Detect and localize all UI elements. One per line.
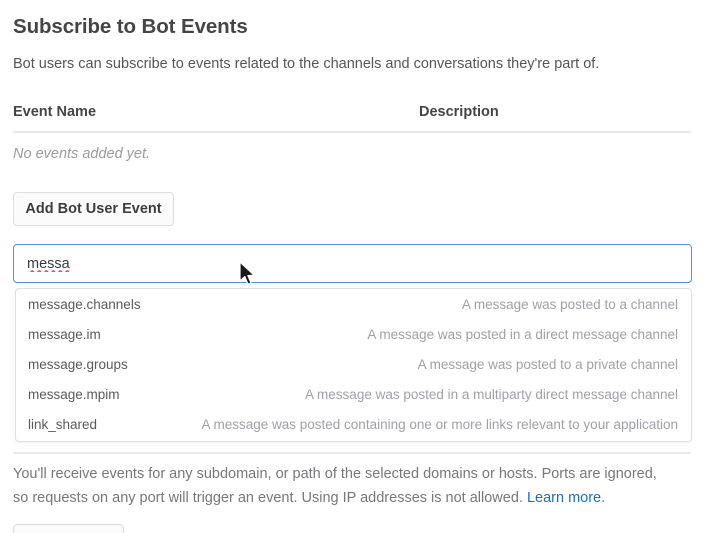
event-suggestions-dropdown[interactable]: message.channels A message was posted to… (15, 288, 692, 442)
table-header-divider (13, 131, 691, 133)
event-search-container (13, 244, 692, 283)
suggestion-event-name: link_shared (28, 416, 98, 432)
help-text: You'll receive events for any subdomain,… (13, 466, 657, 506)
suggestion-item[interactable]: link_shared A message was posted contain… (16, 409, 691, 439)
suggestion-event-description: A message was posted in a direct message… (367, 326, 678, 342)
suggestion-event-description: A message was posted containing one or m… (201, 416, 678, 432)
suggestion-item[interactable]: message.channels A message was posted to… (16, 289, 691, 319)
suggestion-event-name: message.mpim (28, 386, 120, 402)
suggestion-event-name: message.im (28, 326, 101, 342)
learn-more-link[interactable]: Learn more. (526, 490, 606, 506)
suggestion-event-name: message.groups (28, 356, 128, 372)
page-title: Subscribe to Bot Events (13, 15, 248, 38)
bottom-action-button[interactable] (13, 524, 124, 533)
event-search-input[interactable] (13, 244, 692, 283)
add-bot-user-event-button[interactable]: Add Bot User Event (13, 192, 174, 226)
suggestion-event-name: message.channels (28, 296, 141, 312)
suggestion-item[interactable]: message.mpim A message was posted in a m… (16, 379, 691, 409)
section-divider (13, 452, 691, 454)
column-header-event-name: Event Name (13, 104, 97, 120)
suggestion-event-description: A message was posted to a channel (461, 296, 678, 312)
column-header-description: Description (419, 104, 499, 120)
empty-state-message: No events added yet. (13, 146, 151, 162)
suggestion-event-description: A message was posted in a multiparty dir… (305, 386, 678, 402)
page-subtitle: Bot users can subscribe to events relate… (13, 56, 600, 72)
help-text-block: You'll receive events for any subdomain,… (13, 462, 673, 510)
suggestion-event-description: A message was posted to a private channe… (417, 356, 678, 372)
suggestion-item[interactable]: message.groups A message was posted to a… (16, 349, 691, 379)
suggestion-item[interactable]: message.im A message was posted in a dir… (16, 319, 691, 349)
